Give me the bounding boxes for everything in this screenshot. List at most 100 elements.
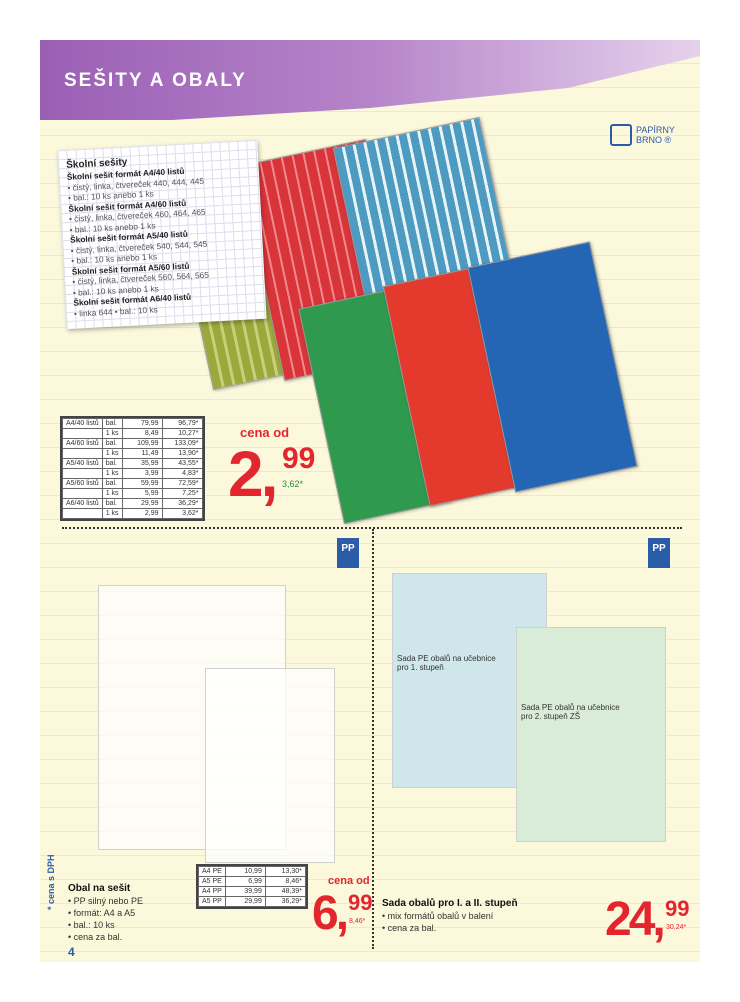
notebooks-price: 2,: [228, 442, 278, 506]
table-cell: 8,46*: [264, 876, 306, 887]
cover-set-price: 24,: [605, 893, 666, 946]
table-cell: A5 PE: [198, 876, 226, 887]
price-with-vat: 3,62*: [282, 479, 304, 489]
table-cell: A6/40 listů: [62, 498, 103, 509]
table-cell: 8,49: [121, 428, 163, 439]
table-cell: 1 ks: [101, 448, 123, 459]
price-label: cena od: [328, 875, 370, 887]
table-cell: 79,99: [121, 418, 163, 429]
table-cell: [62, 428, 103, 439]
logo-icon: [610, 124, 632, 146]
table-cell: 10,99: [224, 866, 266, 877]
covers-title: Obal na sešit: [68, 883, 131, 894]
table-cell: A4/60 listů: [62, 438, 103, 449]
table-cell: 29,99: [224, 896, 266, 907]
pack2-label: Sada PE obalů na učebnice pro 2. stupeň …: [521, 703, 620, 721]
table-cell: 36,29*: [161, 498, 203, 509]
table-cell: 5,99: [121, 488, 163, 499]
table-cell: 109,99: [121, 438, 163, 449]
pp-logo-icon: PP: [648, 538, 670, 568]
table-cell: 29,99: [121, 498, 163, 509]
table-cell: A4/40 listů: [62, 418, 103, 429]
page-number: 4: [68, 945, 75, 959]
table-cell: [62, 508, 103, 519]
table-cell: 133,09*: [161, 438, 203, 449]
item-line: • bal.: 10 ks: [68, 920, 115, 930]
covers-description: Obal na sešit • PP silný nebo PE • formá…: [68, 883, 143, 943]
table-cell: bal.: [101, 478, 123, 489]
table-cell: 10,27*: [161, 428, 203, 439]
page-title: SEŠITY A OBALY: [64, 70, 247, 91]
table-cell: 1 ks: [101, 468, 123, 479]
cover-set-title: Sada obalů pro I. a II. stupeň: [382, 898, 518, 909]
table-cell: [62, 448, 103, 459]
table-cell: A4 PP: [198, 886, 226, 897]
table-cell: 4,83*: [161, 468, 203, 479]
brand-line1: PAPÍRNY: [636, 125, 675, 135]
price-integer: 2,: [228, 438, 278, 510]
item-line: • PP silný nebo PE: [68, 896, 144, 906]
table-cell: 35,99: [121, 458, 163, 469]
table-cell: A5/40 listů: [62, 458, 103, 469]
table-cell: 1 ks: [101, 508, 123, 519]
table-cell: 2,99: [121, 508, 163, 519]
table-cell: 39,99: [224, 886, 266, 897]
table-cell: 13,90*: [161, 448, 203, 459]
table-cell: [62, 488, 103, 499]
cover-set-description: Sada obalů pro I. a II. stupeň • mix for…: [382, 898, 518, 934]
table-cell: 1 ks: [101, 428, 123, 439]
table-cell: bal.: [101, 498, 123, 509]
notebooks-description: Školní sešity Školní sešit formát A4/40 …: [57, 139, 267, 330]
price-decimal: 99: [665, 896, 690, 921]
table-cell: 11,49: [121, 448, 163, 459]
table-cell: bal.: [101, 438, 123, 449]
item-line: • cena za bal.: [382, 923, 437, 933]
vat-note: * cena s DPH: [46, 854, 56, 910]
table-cell: bal.: [101, 458, 123, 469]
table-cell: 3,99: [121, 468, 163, 479]
table-cell: bal.: [101, 418, 123, 429]
table-cell: 3,62*: [161, 508, 203, 519]
table-cell: [62, 468, 103, 479]
table-cell: 43,55*: [161, 458, 203, 469]
brand-line2: BRNO ®: [636, 135, 672, 145]
table-cell: A4 PE: [198, 866, 226, 877]
section-divider: [62, 527, 682, 529]
table-cell: 36,29*: [264, 896, 306, 907]
pack1-label: Sada PE obalů na učebnice pro 1. stupeň: [397, 654, 496, 672]
price-label: cena od: [240, 425, 290, 440]
item-line: • mix formátů obalů v balení: [382, 911, 494, 921]
table-cell: A5 PP: [198, 896, 226, 907]
price-decimal: 99: [282, 442, 316, 475]
column-divider: [372, 529, 374, 949]
table-cell: 59,99: [121, 478, 163, 489]
price-with-vat: 8,46*: [349, 918, 366, 925]
table-cell: 96,79*: [161, 418, 203, 429]
table-cell: 6,99: [224, 876, 266, 887]
table-cell: 1 ks: [101, 488, 123, 499]
table-cell: 7,25*: [161, 488, 203, 499]
table-cell: 48,39*: [264, 886, 306, 897]
covers-price: 6,: [312, 887, 349, 940]
item-line: • cena za bal.: [68, 932, 123, 942]
item-line: • formát: A4 a A5: [68, 908, 136, 918]
price-with-vat: 30,24*: [666, 924, 687, 931]
